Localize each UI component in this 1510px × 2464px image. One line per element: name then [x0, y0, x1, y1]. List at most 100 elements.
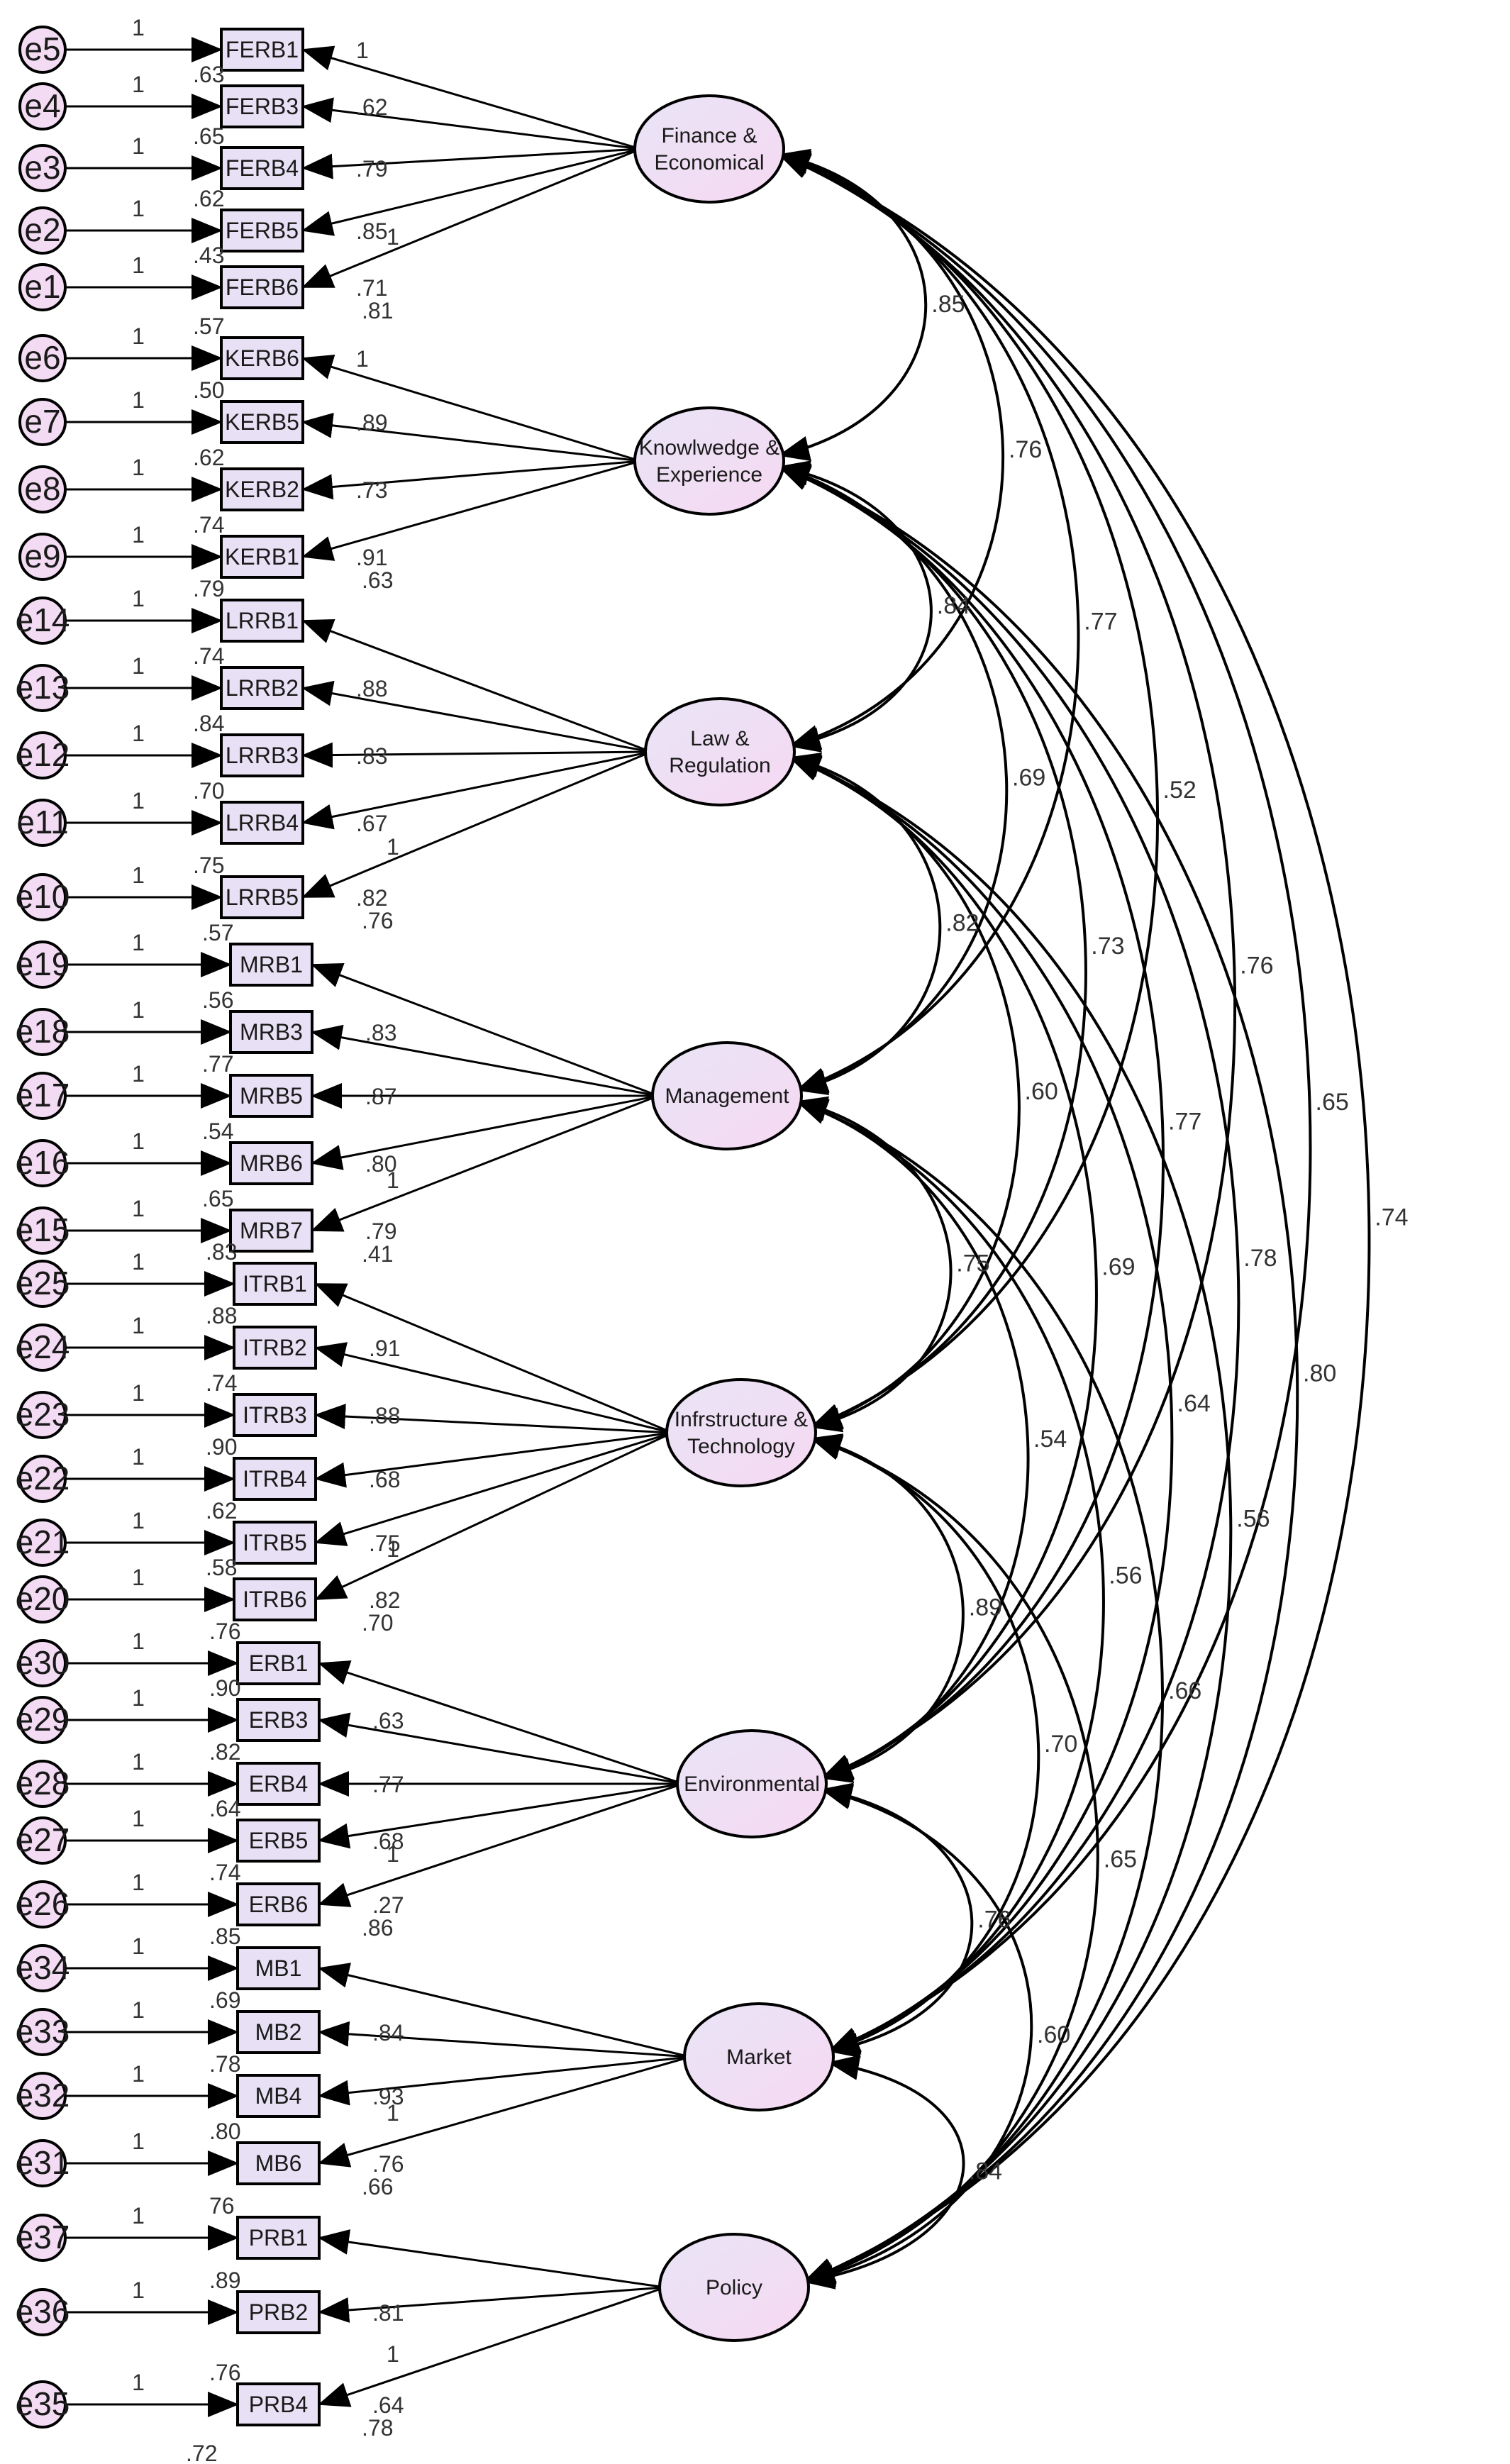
covariance-label: .69 [1012, 765, 1045, 792]
indicator-label: KERB2 [225, 477, 299, 502]
indicator-label: LRRB2 [226, 675, 299, 701]
covariance-label: .66 [1168, 1677, 1201, 1704]
indicator-label: PRB2 [249, 2299, 309, 2325]
loading-label: .91 [356, 545, 387, 570]
error-node [18, 940, 67, 989]
r-squared-label: .65 [202, 1186, 233, 1211]
error-weight-label: 1 [132, 387, 145, 413]
error-label: e31 [16, 2144, 70, 2181]
latent-label: Environmental [684, 1772, 820, 1796]
covariance-arc [778, 153, 1312, 2053]
loading-label: .76 [372, 2151, 404, 2177]
error-label: e36 [16, 2293, 70, 2330]
loading-label: .76 [362, 908, 393, 933]
indicator-box [233, 1393, 317, 1437]
loading-path [301, 750, 652, 899]
covariance-label: .78 [1243, 1245, 1277, 1272]
covariance-label: .85 [931, 291, 965, 318]
covariance-label: .73 [1091, 933, 1124, 960]
latent-label: Regulation [669, 754, 770, 777]
r-squared-label: .74 [209, 1860, 240, 1885]
covariance-arc [789, 756, 1174, 2053]
indicator-box [236, 2290, 321, 2334]
error-label: e4 [24, 87, 60, 124]
loading-label: .63 [362, 567, 393, 593]
covariance-arc [789, 756, 1098, 1780]
error-label: e1 [24, 268, 60, 305]
r-squared-label: .76 [209, 2360, 240, 2385]
covariance-arc [778, 153, 1371, 2283]
covariance-label: .77 [1084, 609, 1117, 636]
loading-path [311, 963, 659, 1097]
loading-path [318, 2055, 691, 2168]
error-label: e16 [16, 1144, 70, 1181]
loading-label: .62 [356, 94, 387, 120]
error-node [18, 731, 67, 779]
loading-path [301, 460, 641, 561]
loading-label: .64 [372, 2392, 404, 2418]
loading-label: .83 [365, 1020, 396, 1045]
covariance-label: .56 [1236, 1506, 1270, 1533]
indicator-label: PRB1 [249, 2225, 309, 2251]
error-weight-label: 1 [132, 1933, 145, 1959]
covariance-arc [810, 1433, 965, 1783]
error-label: e21 [16, 1524, 70, 1560]
loading-path [318, 2286, 666, 2323]
loading-path [314, 1431, 673, 1546]
indicator-box [233, 1521, 317, 1565]
loading-path [318, 2286, 666, 2407]
indicator-box [236, 2382, 321, 2426]
covariance-label: .69 [1101, 1254, 1135, 1281]
indicator-label: ITRB2 [243, 1335, 307, 1360]
covariance-label: .56 [1109, 1563, 1142, 1589]
error-weight-label: 1 [132, 1806, 145, 1831]
error-label: e20 [16, 1580, 70, 1617]
error-node [18, 1880, 67, 1929]
r-squared-label: 76 [209, 2193, 235, 2219]
covariance-arc [803, 1436, 1099, 2285]
covariance-label: .89 [969, 1594, 1002, 1621]
loading-label: .73 [356, 477, 387, 503]
error-label: e9 [24, 538, 60, 575]
loading-path [311, 1094, 659, 1170]
error-label: e26 [16, 1885, 70, 1922]
indicator-label: MB4 [255, 2083, 302, 2109]
r-squared-label: .79 [193, 576, 224, 601]
error-label: e13 [16, 669, 70, 706]
covariance-label: .52 [1163, 777, 1197, 804]
error-weight-label: 1 [132, 2370, 145, 2395]
indicator-box [220, 666, 304, 710]
indicator-box [236, 1819, 321, 1863]
r-squared-label: .62 [193, 186, 224, 211]
error-node [18, 263, 67, 311]
indicator-box [236, 2141, 321, 2185]
latent-label: Technology [687, 1435, 795, 1458]
r-squared-label: .62 [206, 1498, 237, 1524]
error-node [18, 26, 67, 74]
error-node [18, 1816, 67, 1865]
error-label: e27 [16, 1821, 70, 1858]
indicator-label: ERB4 [249, 1771, 309, 1797]
covariance-arc [789, 755, 1021, 1430]
covariance-arc [778, 460, 933, 753]
indicator-label: MRB3 [240, 1019, 303, 1045]
covariance-arc [810, 1435, 1040, 2055]
loading-label: .93 [372, 2084, 404, 2109]
indicator-box [220, 146, 304, 190]
loading-label: .81 [372, 2300, 404, 2326]
error-label: e33 [16, 2013, 70, 2050]
error-weight-label: 1 [132, 1508, 145, 1533]
covariance-arc [778, 465, 1165, 1780]
indicator-label: MRB5 [240, 1083, 303, 1109]
loading-path [318, 2021, 691, 2058]
indicator-label: FERB5 [226, 218, 299, 243]
loading-path [314, 1431, 673, 1488]
loading-path [301, 412, 641, 462]
loading-path [318, 1712, 684, 1785]
r-squared-label: .69 [209, 1987, 240, 2013]
error-label: e23 [16, 1396, 70, 1433]
error-weight-label: 1 [132, 455, 145, 480]
error-weight-label: 1 [132, 1444, 145, 1470]
error-weight-label: 1 [132, 1685, 145, 1711]
